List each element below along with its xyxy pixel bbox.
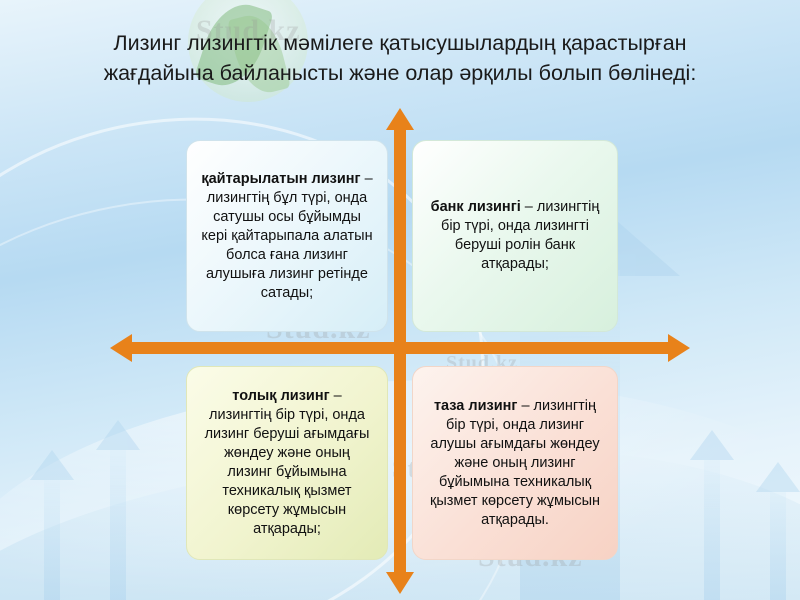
- horizontal-double-arrow-icon: [110, 334, 690, 362]
- quadrant-text-top-right: – лизингтің бір түрі, онда лизингті беру…: [441, 199, 600, 272]
- slide-title: Лизинг лизингтік мәмілеге қатысушылардың…: [34, 28, 766, 88]
- quadrant-text-bottom-right: – лизингтің бір түрі, онда лизинг алушы …: [429, 397, 601, 528]
- quadrant-box-top-right[interactable]: банк лизингі – лизингтің бір түрі, онда …: [412, 140, 618, 332]
- quadrant-box-bottom-left[interactable]: толық лизинг – лизингтің бір түрі, онда …: [186, 366, 388, 560]
- quadrant-box-top-left[interactable]: қайтарылатын лизинг – лизингтің бұл түрі…: [186, 140, 388, 332]
- slide-title-line-2: жағдайына байланысты және олар әрқилы бо…: [103, 61, 697, 85]
- quadrant-term-top-left: қайтарылатын лизинг: [201, 170, 361, 187]
- quadrant-text-top-left: – лизингтің бұл түрі, онда сатушы осы бұ…: [201, 170, 373, 301]
- quadrant-term-top-right: банк лизингі: [430, 199, 521, 215]
- quadrant-term-bottom-left: толық лизинг: [232, 388, 330, 404]
- quadrant-term-bottom-right: таза лизинг: [433, 397, 518, 414]
- quadrant-box-bottom-right[interactable]: таза лизинг – лизингтің бір түрі, онда л…: [412, 366, 618, 560]
- quadrant-text-bottom-left: – лизингтің бір түрі, онда лизинг беруші…: [204, 388, 370, 537]
- slide-title-line-1: Лизинг лизингтік мәмілеге қатысушылардың…: [113, 31, 687, 55]
